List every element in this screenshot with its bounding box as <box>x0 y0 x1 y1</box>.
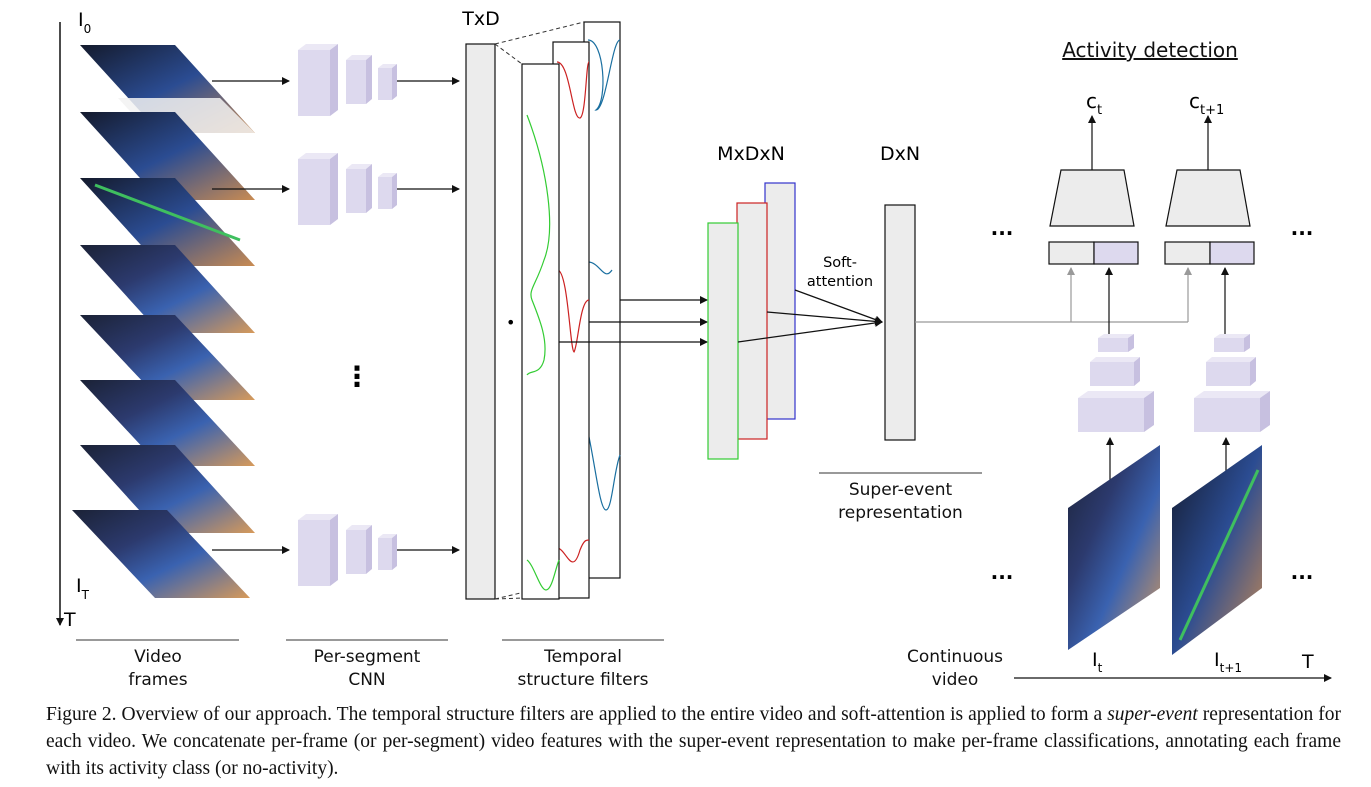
soft-attention-arrows <box>737 289 883 343</box>
detector-t <box>1048 115 1160 650</box>
dot-product-symbol: • <box>506 313 515 332</box>
mxdxn-stack <box>707 182 796 460</box>
filter-green <box>521 63 560 600</box>
detector-t1 <box>1164 115 1270 655</box>
video-frame <box>80 315 255 400</box>
txd-matrix <box>465 43 496 600</box>
temporal-filter-stack <box>494 21 621 600</box>
classifier-t <box>1049 169 1135 227</box>
concat-super-event-t1 <box>1164 241 1211 265</box>
video-frame <box>80 445 255 533</box>
activity-detection-title: Activity detection <box>1062 38 1238 62</box>
class-t1-label: ct+1 <box>1189 89 1224 118</box>
video-frame <box>80 178 255 266</box>
cnn-block <box>298 153 397 225</box>
timeline-label: T <box>1301 651 1314 673</box>
cnn-ellipsis: ⋮ <box>343 360 371 393</box>
soft-attention-label: Soft-attention <box>807 255 873 290</box>
frame-t1-image <box>1172 445 1262 655</box>
txd-label: TxD <box>461 8 499 30</box>
mxdxn-label: MxDxN <box>717 143 785 165</box>
class-t-label: ct <box>1086 89 1102 118</box>
cnn-block <box>298 514 397 586</box>
ellipsis-right-bottom: ··· <box>1291 565 1314 589</box>
filter-to-layer-arrows <box>559 296 708 346</box>
video-frame <box>80 112 255 200</box>
video-frame <box>72 510 250 598</box>
cnn-block <box>298 44 397 116</box>
dxn-label: DxN <box>880 143 920 165</box>
video-frame <box>80 380 255 466</box>
frame-to-cnn-arrows <box>212 77 290 554</box>
super-event-broadcast <box>915 267 1192 323</box>
figure-caption: Figure 2. Overview of our approach. The … <box>46 704 1341 779</box>
ellipsis-right-top: ··· <box>1291 221 1314 245</box>
layer-green <box>707 222 739 460</box>
classifier-t1 <box>1165 169 1251 227</box>
layer-blue <box>764 182 796 420</box>
ellipsis-left-bottom: ··· <box>991 565 1014 589</box>
frame-t1-label: It+1 <box>1214 649 1242 675</box>
dxn-super-event-vector <box>884 204 916 441</box>
video-frame <box>80 245 255 333</box>
approach-figure: I0 IT T ⋮ TxD • <box>56 8 1332 682</box>
frame-t-label: It <box>1092 649 1103 675</box>
ellipsis-left-top: ··· <box>991 221 1014 245</box>
cnn-to-matrix-arrows <box>397 77 460 554</box>
first-frame-label: I0 <box>78 9 91 36</box>
concat-frame-feature-t1 <box>1209 241 1255 265</box>
layer-red <box>736 202 768 440</box>
concat-super-event-t <box>1048 241 1095 265</box>
time-axis-label: T <box>63 609 76 631</box>
video-frame-stack: I0 IT T <box>56 9 255 641</box>
last-frame-label: IT <box>76 575 90 602</box>
caption-emphasis: super-event <box>1107 704 1198 725</box>
frame-t-image <box>1068 445 1160 650</box>
figure-diagram: I0 IT T ⋮ TxD • <box>56 8 1332 682</box>
concat-frame-feature-t <box>1093 241 1139 265</box>
